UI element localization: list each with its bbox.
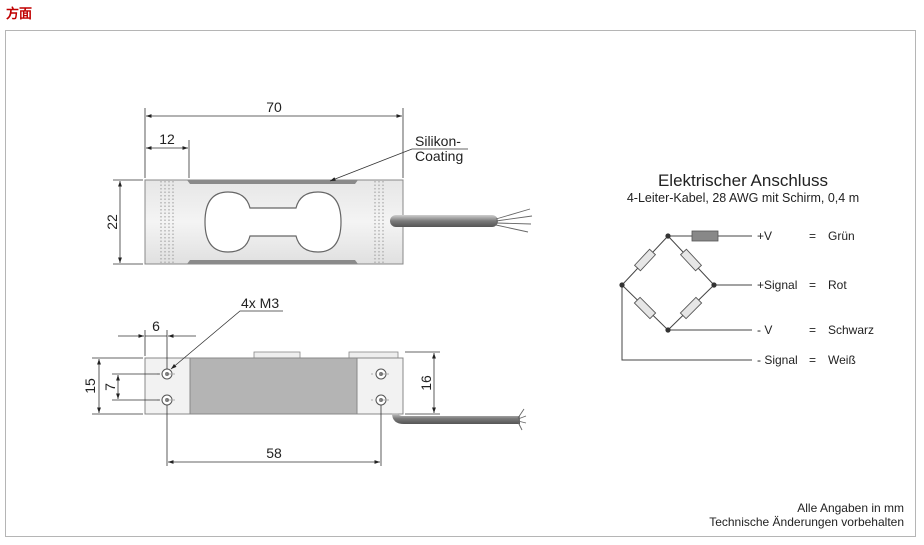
dim-distance-58: 58 <box>266 445 282 461</box>
page-label: 方面 <box>6 7 33 22</box>
dim-height-22: 22 <box>104 214 120 230</box>
note-units: Alle Angaben in mm <box>797 501 904 515</box>
callout-silikon: Silikon- <box>415 133 461 149</box>
callout-4x-m3: 4x M3 <box>241 295 279 311</box>
wire-eq: = <box>809 278 816 292</box>
wire-row-plus-v: +V = Grün <box>757 229 855 243</box>
callout-coating: Coating <box>415 148 463 164</box>
dim-height-15: 15 <box>82 378 98 394</box>
electrical-title: Elektrischer Anschluss <box>658 171 828 190</box>
wire-signal: - Signal <box>757 353 798 367</box>
notes: Alle Angaben in mm Technische Änderungen… <box>709 501 904 529</box>
wire-signal: +Signal <box>757 278 797 292</box>
top-view: 70 12 22 Silikon- Coating <box>104 99 533 265</box>
wire-signal: +V <box>757 229 772 243</box>
wire-eq: = <box>809 229 816 243</box>
wire-color: Schwarz <box>828 323 874 337</box>
wire-color: Rot <box>828 278 847 292</box>
wire-color: Weiß <box>828 353 856 367</box>
wire-row-minus-signal: - Signal = Weiß <box>757 353 856 367</box>
electrical-connection: Elektrischer Anschluss 4-Leiter-Kabel, 2… <box>619 171 874 367</box>
wire-signal: - V <box>757 323 772 337</box>
note-changes: Technische Änderungen vorbehalten <box>709 515 904 529</box>
wire-eq: = <box>809 353 816 367</box>
dim-length-70: 70 <box>266 99 282 115</box>
wire-eq: = <box>809 323 816 337</box>
dim-height-16: 16 <box>418 375 434 391</box>
electrical-subtitle: 4-Leiter-Kabel, 28 AWG mit Schirm, 0,4 m <box>627 191 859 205</box>
dim-offset-12: 12 <box>159 131 175 147</box>
dim-hole-offset-6: 6 <box>152 318 160 334</box>
wire-color: Grün <box>828 229 855 243</box>
dim-spacing-7: 7 <box>102 383 118 391</box>
side-view: 6 15 7 16 58 4x M3 <box>82 295 527 466</box>
wire-row-plus-signal: +Signal = Rot <box>757 278 847 292</box>
wire-row-minus-v: - V = Schwarz <box>757 323 874 337</box>
